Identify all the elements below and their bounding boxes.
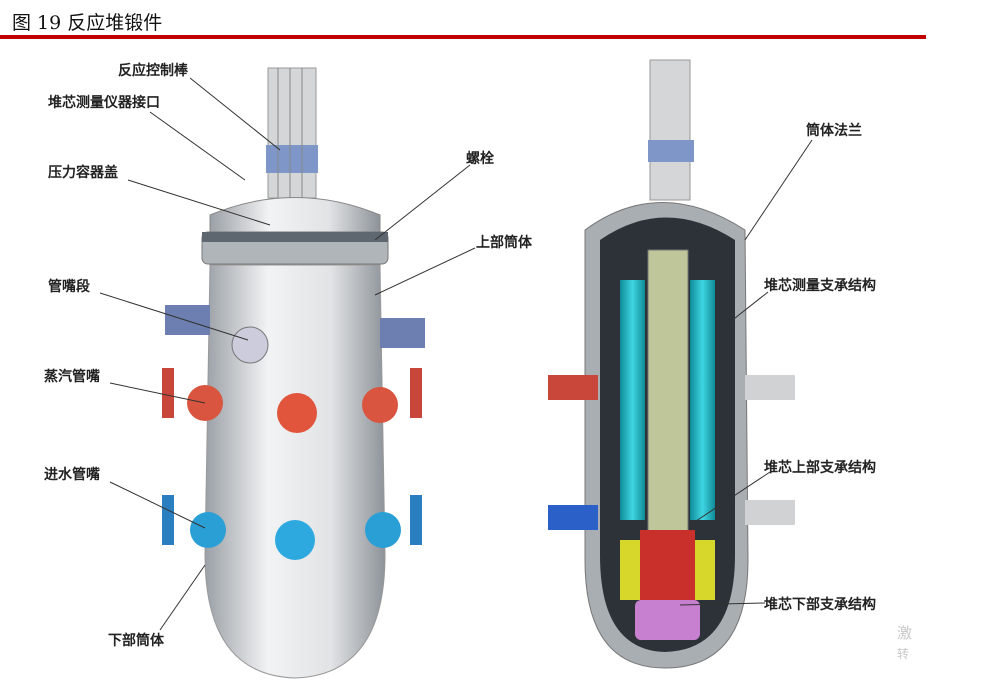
label-nozzle-section: 管嘴段: [48, 279, 90, 295]
label-lower-core-support: 堆芯下部支承结构: [764, 597, 876, 613]
watermark-line1: 激: [897, 624, 913, 642]
title-rule: [0, 35, 926, 39]
label-inlet-nozzle: 进水管嘴: [44, 467, 100, 483]
label-shell-flange: 筒体法兰: [806, 123, 862, 139]
label-steam-nozzle: 蒸汽管嘴: [44, 369, 100, 385]
leader-lines: [99, 77, 813, 631]
cutaway-vessel: [548, 59, 795, 669]
label-instrument-port: 堆芯测量仪器接口: [48, 95, 160, 111]
label-vessel-head: 压力容器盖: [48, 165, 118, 181]
label-core-instrument-support: 堆芯测量支承结构: [764, 278, 876, 294]
control-rods: [266, 67, 318, 199]
label-lower-shell: 下部筒体: [108, 633, 164, 649]
label-bolt: 螺栓: [466, 151, 494, 167]
label-control-rod: 反应控制棒: [118, 63, 188, 79]
watermark-line2: 转: [897, 647, 910, 661]
figure-title: 图 19 反应堆锻件: [12, 12, 163, 34]
intact-vessel: [162, 67, 425, 679]
label-upper-shell: 上部筒体: [476, 235, 532, 251]
label-upper-core-support: 堆芯上部支承结构: [764, 460, 876, 476]
